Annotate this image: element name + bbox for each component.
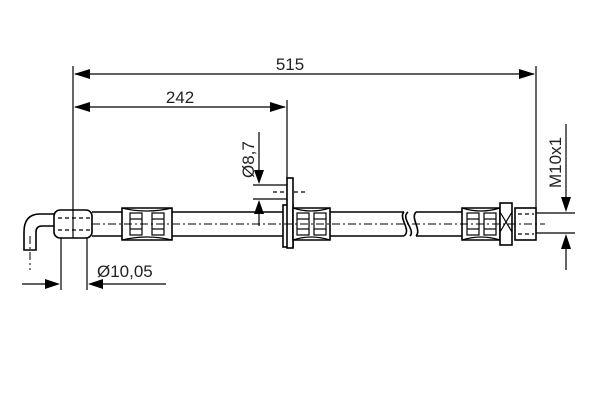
hex-nut (499, 202, 513, 246)
dimension-bracket-hole: Ø8,7 (239, 132, 306, 226)
overall-length-label: 515 (276, 55, 304, 74)
elbow-fitting (23, 213, 55, 251)
thread-label: M10x1 (546, 137, 565, 188)
dimension-overall-length: 515 (72, 55, 537, 230)
break-symbol (401, 211, 408, 237)
length-to-bracket-label: 242 (166, 88, 194, 107)
dimension-thread: M10x1 (536, 124, 575, 270)
fitting-diameter-label: Ø10,05 (97, 262, 153, 281)
mounting-bracket (282, 177, 294, 249)
bracket-hole-label: Ø8,7 (239, 141, 258, 178)
dimension-length-to-bracket: 242 (74, 88, 288, 180)
hose-assembly (23, 177, 545, 270)
dimension-fitting-diameter: Ø10,05 (22, 230, 166, 290)
